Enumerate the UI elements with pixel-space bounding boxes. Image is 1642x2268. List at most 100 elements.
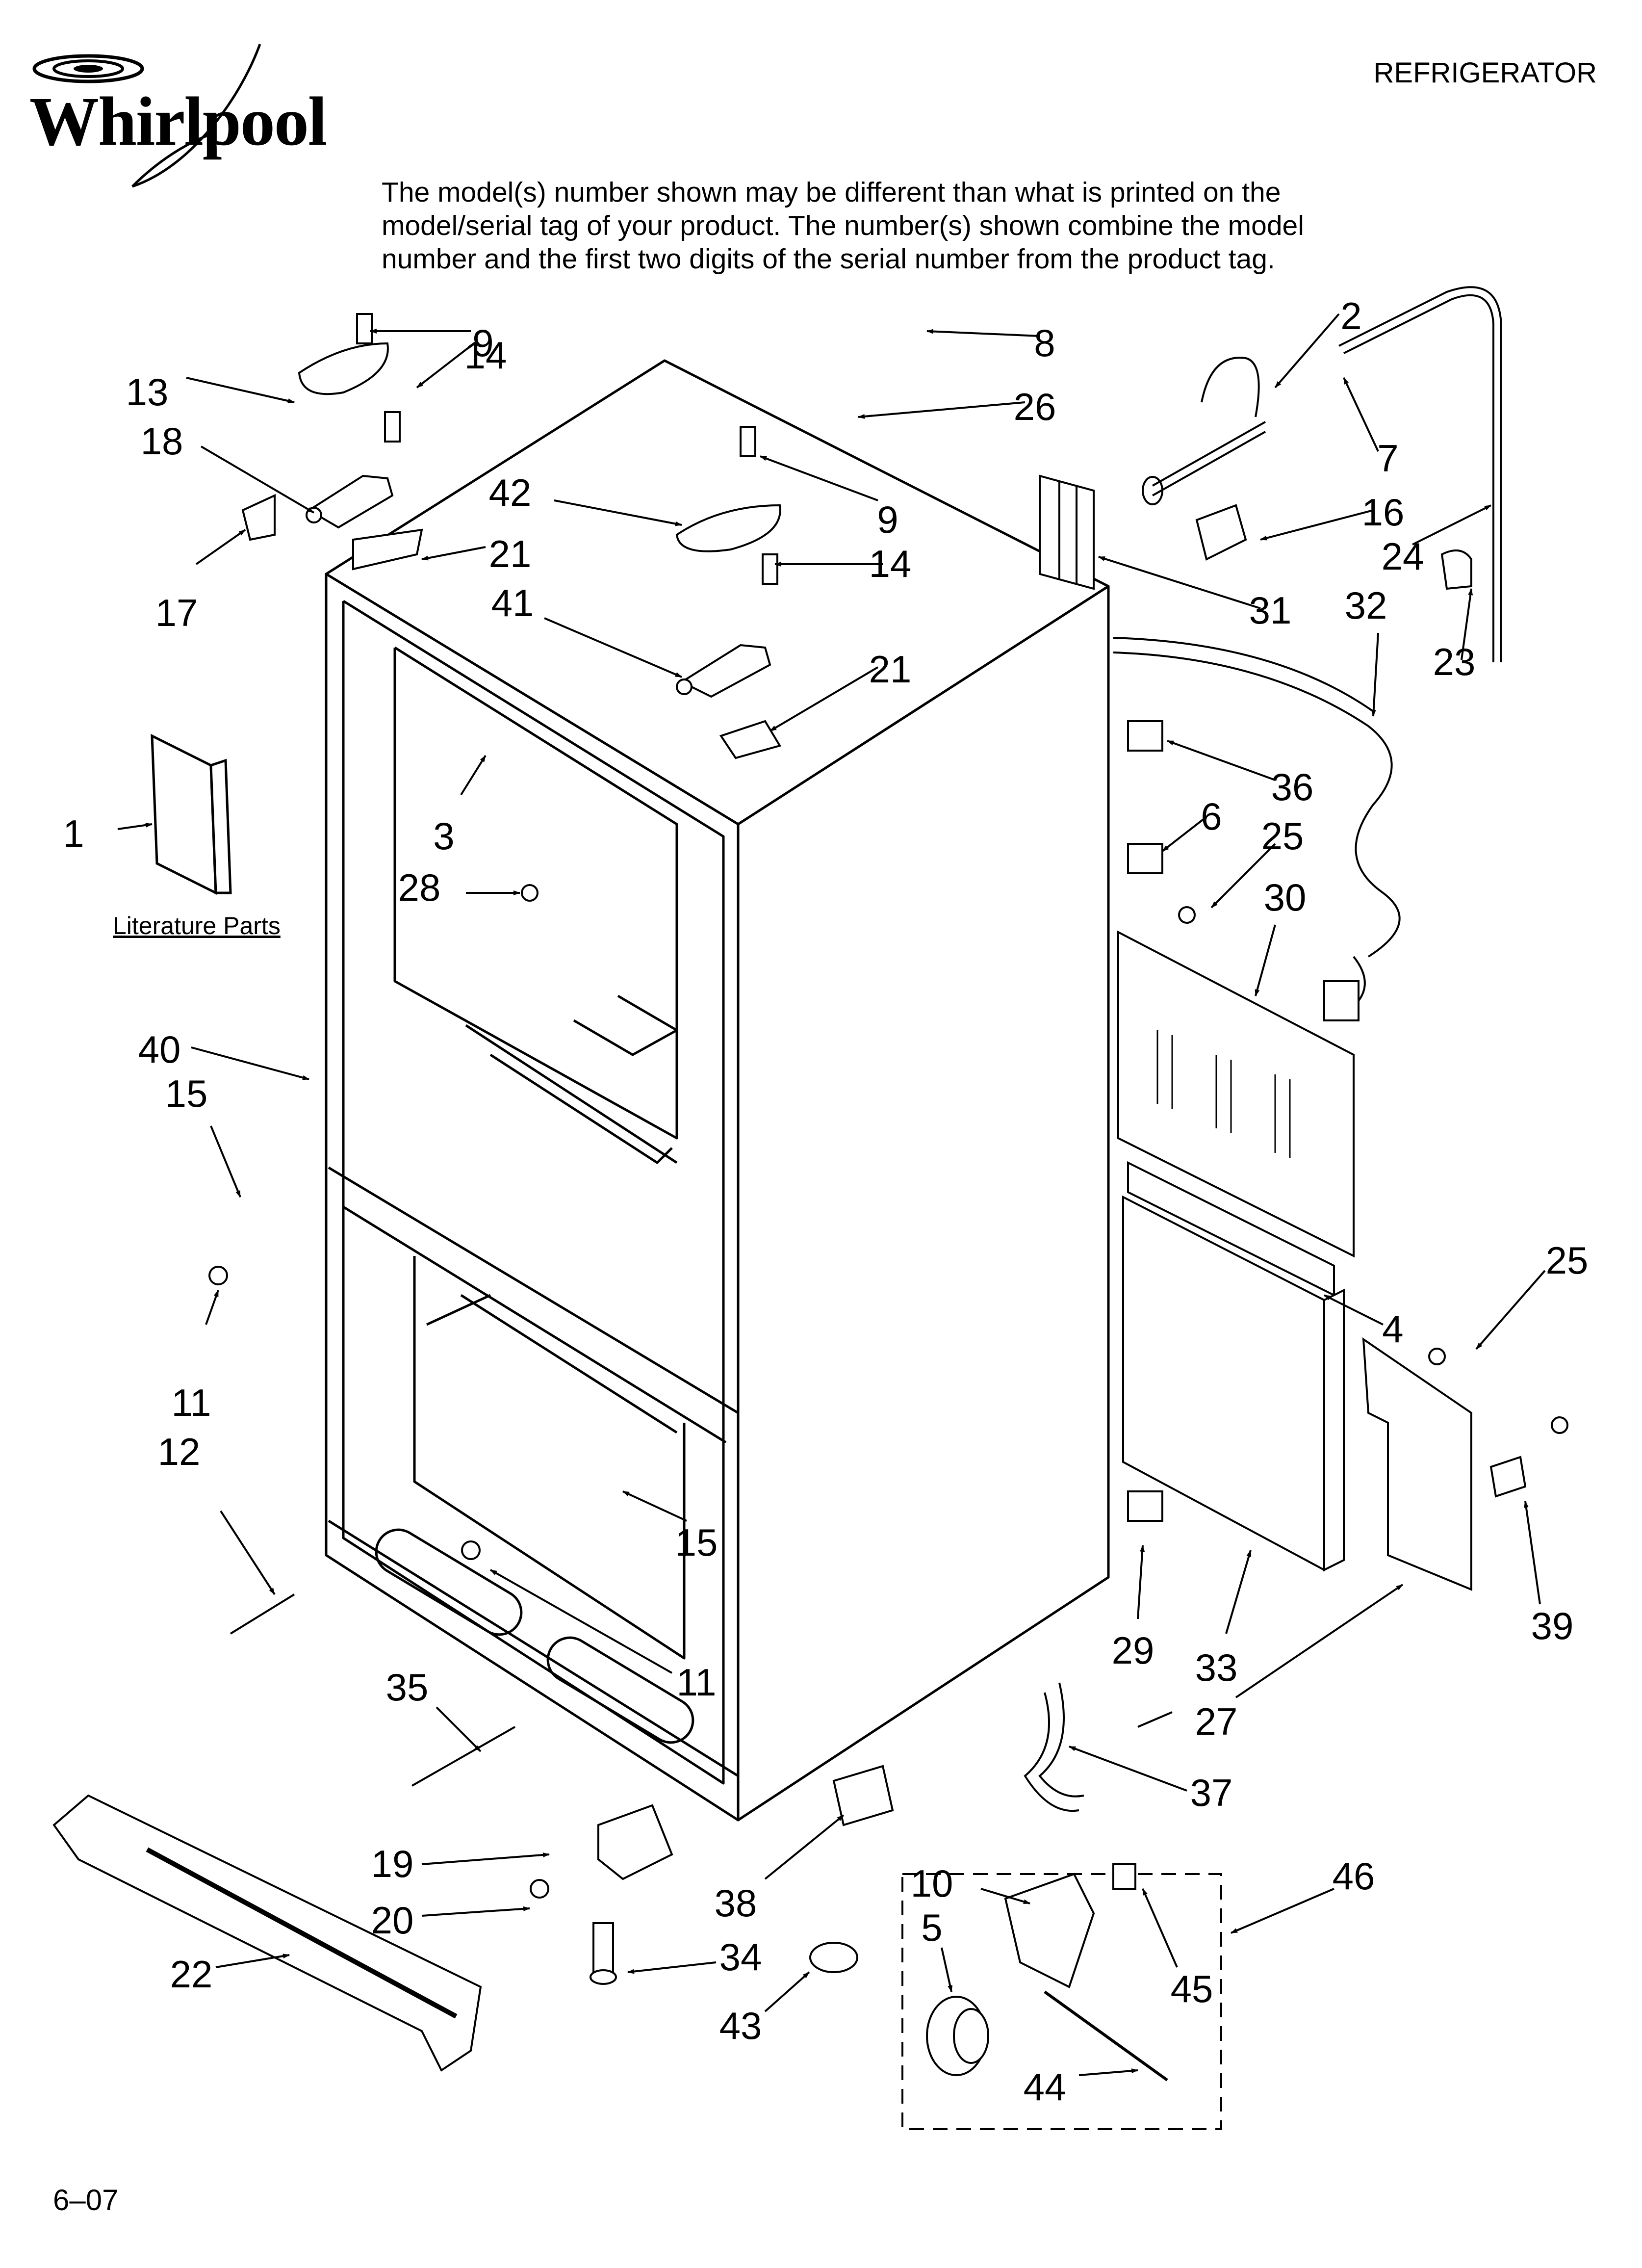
callout-22: 22 (170, 1953, 290, 1996)
callout-number: 18 (141, 419, 183, 463)
leader-arrow (215, 1954, 290, 1968)
callout-6: 6 (1161, 795, 1222, 852)
notice-line: The model(s) number shown may be differe… (382, 177, 1281, 208)
callout-23: 23 (1433, 588, 1476, 683)
callout-27: 27 (1195, 1584, 1404, 1743)
hinge-assembly-center (675, 426, 782, 759)
callout-number: 21 (489, 532, 532, 575)
leader-arrow (1137, 1545, 1145, 1619)
leader-arrow (1412, 504, 1491, 546)
leader-arrow (1142, 1888, 1178, 1968)
literature-booklet (151, 733, 232, 895)
leader-arrow (764, 1814, 845, 1880)
callout-43: 43 (719, 1971, 810, 2047)
leader-arrow (1098, 556, 1261, 609)
callout-41: 41 (491, 581, 682, 678)
callout-39: 39 (1523, 1501, 1574, 1647)
whirlpool-swirl-icon (32, 44, 261, 188)
leader-arrow (1343, 377, 1379, 452)
callout-30: 30 (1255, 876, 1307, 996)
callout-36: 36 (1167, 740, 1314, 808)
callout-21: 21 (421, 532, 532, 575)
callout-9: 9 (370, 321, 494, 365)
callout-number: 37 (1190, 1771, 1233, 1814)
callout-number: 39 (1531, 1604, 1574, 1647)
callout-25: 25 (1475, 1239, 1588, 1350)
callout-number: 29 (1112, 1629, 1155, 1672)
callout-number: 9 (877, 498, 898, 541)
leader-arrow (554, 499, 682, 526)
leader-arrow (760, 455, 878, 501)
callout-number: 2 (1340, 294, 1361, 338)
leader-arrow (941, 1947, 953, 1992)
leader-arrow (1461, 588, 1473, 660)
callout-46: 46 (1231, 1854, 1375, 1934)
brand-wordmark: Whirlpool (29, 82, 327, 160)
callout-18: 18 (141, 419, 315, 514)
callout-25: 25 (1210, 814, 1304, 909)
leader-arrow (1235, 1584, 1404, 1698)
leader-arrow (1324, 1294, 1384, 1326)
callout-16: 16 (1260, 491, 1404, 541)
leader-arrow (926, 329, 1040, 337)
callout-number: 15 (675, 1521, 718, 1564)
leader-arrow (1260, 509, 1374, 541)
notice-line: number and the first two digits of the s… (382, 243, 1275, 275)
leader-arrow (186, 377, 295, 403)
callout-45: 45 (1142, 1888, 1213, 2010)
callout-number: 1 (63, 812, 84, 855)
callout-11: 11 (172, 1290, 219, 1424)
callout-35: 35 (386, 1666, 482, 1752)
callout-2: 2 (1274, 294, 1362, 389)
callout-number: 36 (1271, 765, 1314, 808)
callout-number: 38 (715, 1881, 757, 1925)
callout-number: 33 (1195, 1646, 1238, 1689)
callout-1: 1 (63, 812, 153, 855)
leader-arrow (1475, 1270, 1546, 1350)
leader-arrow (205, 1290, 219, 1325)
callout-number: 23 (1433, 640, 1476, 683)
callout-13: 13 (126, 370, 295, 414)
hinge-assembly-left (241, 313, 423, 571)
leader-arrow (1523, 1501, 1541, 1605)
callout-number: 13 (126, 370, 169, 414)
leader-arrow (622, 1490, 687, 1522)
callout-7: 7 (1343, 377, 1399, 480)
callout-number: 4 (1382, 1307, 1403, 1351)
callout-20: 20 (371, 1899, 530, 1942)
callout-15: 15 (622, 1490, 718, 1564)
model-notice: The model(s) number shown may be differe… (382, 176, 1362, 276)
callout-number: 14 (464, 334, 507, 377)
water-line-assembly (1113, 286, 1502, 1021)
callout-number: 30 (1264, 876, 1307, 919)
callout-number: 46 (1333, 1854, 1375, 1898)
screws (208, 884, 1568, 1899)
callout-31: 31 (1098, 556, 1291, 632)
callout-number: 42 (489, 471, 532, 514)
callout-12: 12 (158, 1430, 276, 1595)
leader-arrow (1255, 924, 1276, 996)
callout-number: 35 (386, 1666, 429, 1709)
leader-arrow (1231, 1888, 1334, 1934)
callout-17: 17 (155, 529, 246, 634)
callout-number: 7 (1377, 437, 1398, 480)
callout-number: 41 (491, 581, 534, 625)
leader-arrow (117, 822, 153, 830)
callout-9: 9 (760, 455, 898, 541)
leader-arrow (421, 546, 486, 561)
callout-number: 5 (921, 1906, 942, 1949)
callout-14: 14 (416, 334, 507, 389)
literature-parts-label: Literature Parts (113, 912, 281, 939)
leader-arrow (858, 401, 1026, 419)
callout-34: 34 (627, 1935, 762, 1979)
callout-number: 28 (398, 866, 441, 909)
leader-arrow (200, 445, 315, 514)
callout-number: 11 (172, 1381, 211, 1424)
leader-arrow (764, 1971, 810, 2012)
page-category: REFRIGERATOR (1373, 57, 1597, 89)
leader-arrow (1371, 632, 1379, 717)
leader-arrow (195, 529, 246, 565)
callout-number: 34 (719, 1935, 762, 1979)
